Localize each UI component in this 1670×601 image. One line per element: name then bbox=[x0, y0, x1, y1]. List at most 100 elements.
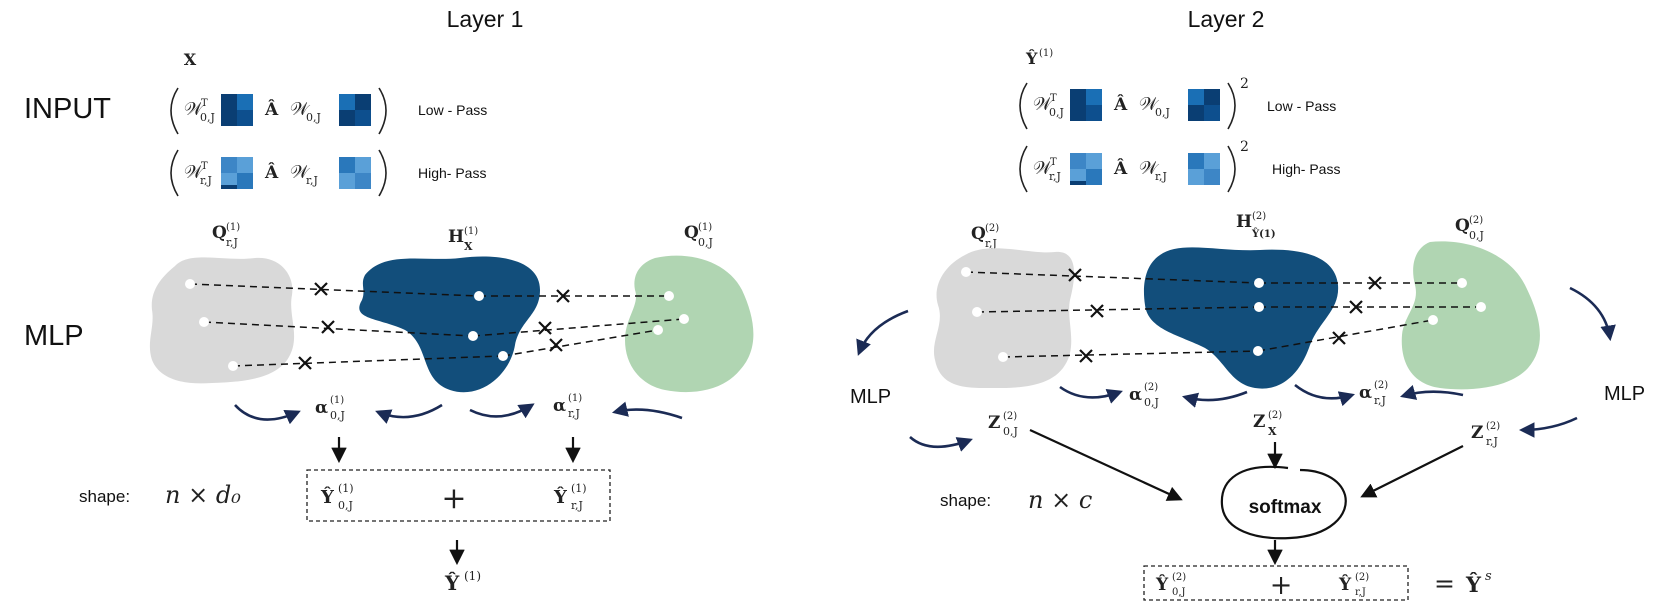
cross-mark bbox=[298, 356, 312, 370]
low-pass-label: Low - Pass bbox=[1267, 98, 1336, 114]
plus-sign: + bbox=[1270, 570, 1293, 601]
svg-text:Ŷ: Ŷ bbox=[1338, 574, 1352, 595]
w-right-symbol: 𝒲 bbox=[1139, 94, 1160, 115]
w-left-symbol: 𝒲 bbox=[1033, 158, 1054, 179]
svg-text:(2): (2) bbox=[1486, 421, 1500, 432]
svg-text:Q: Q bbox=[684, 223, 699, 243]
svg-text:(2): (2) bbox=[1252, 211, 1266, 222]
layer-1-panel: Layer 1 INPUT MLP X 𝒲 T 0,J Â 𝒲 0,J bbox=[24, 6, 754, 595]
node bbox=[653, 325, 663, 335]
w-left-sup: T bbox=[1050, 157, 1057, 168]
curved-arrow bbox=[611, 401, 683, 420]
svg-text:α: α bbox=[1359, 383, 1372, 403]
cross-mark bbox=[314, 282, 328, 296]
left-paren bbox=[170, 149, 179, 197]
svg-text:α: α bbox=[1129, 385, 1142, 405]
cross-mark bbox=[1368, 276, 1382, 290]
layer-2-title: Layer 2 bbox=[1188, 6, 1265, 32]
curved-arrow bbox=[1400, 384, 1464, 400]
final-output: Ŷ s bbox=[1465, 569, 1492, 597]
svg-text:Q: Q bbox=[212, 223, 227, 243]
svg-text:X: X bbox=[464, 240, 473, 253]
q-r-label: Q (2) r,J bbox=[971, 223, 999, 250]
w-right-symbol: 𝒲 bbox=[290, 162, 311, 183]
svg-text:r,J: r,J bbox=[1374, 394, 1386, 407]
w-right-symbol: 𝒲 bbox=[1139, 158, 1160, 179]
svg-text:Ŷ: Ŷ bbox=[1025, 48, 1038, 68]
right-paren bbox=[378, 87, 387, 135]
alpha-0-label: α (2) 0,J bbox=[1129, 382, 1159, 409]
svg-text:Ŷ: Ŷ bbox=[1155, 574, 1169, 595]
high-pass-label: High- Pass bbox=[418, 165, 486, 181]
svg-text:Q: Q bbox=[971, 224, 986, 244]
svg-text:(1): (1) bbox=[568, 393, 582, 404]
node bbox=[679, 314, 689, 324]
svg-text:H: H bbox=[1236, 212, 1252, 232]
node bbox=[1476, 302, 1486, 312]
svg-text:r,J: r,J bbox=[1355, 587, 1366, 598]
svg-text:0,J: 0,J bbox=[1469, 229, 1484, 242]
w-left-sub: r,J bbox=[200, 174, 212, 187]
left-paren bbox=[1019, 82, 1028, 130]
green-blob bbox=[625, 255, 754, 393]
cross-mark bbox=[549, 338, 563, 352]
svg-text:r,J: r,J bbox=[568, 407, 580, 420]
w-left-sub: r,J bbox=[1049, 170, 1061, 183]
alpha-r-label: α (1) r,J bbox=[553, 393, 582, 420]
z-x-label: Z (2) X bbox=[1253, 410, 1282, 438]
svg-text:Z: Z bbox=[1471, 423, 1483, 443]
layer-2-panel: Layer 2 Ŷ (1) 𝒲 T 0,J Â 𝒲 0,J bbox=[850, 6, 1645, 601]
svg-text:(1): (1) bbox=[464, 569, 481, 583]
mlp-left-label: MLP bbox=[850, 386, 891, 408]
layer-1-shape-label: shape: bbox=[79, 487, 130, 506]
svg-text:r,J: r,J bbox=[1486, 435, 1498, 448]
matrix-square bbox=[1070, 153, 1102, 185]
cross-mark bbox=[1349, 300, 1363, 314]
node bbox=[474, 291, 484, 301]
svg-text:Q: Q bbox=[1455, 216, 1470, 236]
layer-1-high-pass-filter: 𝒲 T r,J Â 𝒲 r,J High- Pass bbox=[170, 149, 486, 197]
power-exponent: 2 bbox=[1240, 76, 1249, 92]
svg-text:(2): (2) bbox=[1144, 382, 1158, 393]
cross-mark bbox=[1090, 304, 1104, 318]
cross-mark bbox=[556, 289, 570, 303]
matrix-square bbox=[339, 94, 371, 126]
w-left-symbol: 𝒲 bbox=[1033, 94, 1054, 115]
layer-1-title: Layer 1 bbox=[447, 6, 524, 32]
svg-text:(2): (2) bbox=[1374, 380, 1388, 391]
blue-blob bbox=[359, 256, 540, 393]
gray-blob bbox=[933, 248, 1075, 389]
layer-1-low-pass-filter: 𝒲 T 0,J Â 𝒲 0,J Low - Pass bbox=[170, 87, 487, 135]
svg-text:(1): (1) bbox=[464, 226, 478, 237]
svg-text:r,J: r,J bbox=[985, 237, 997, 250]
right-paren bbox=[378, 149, 387, 197]
curved-arrow bbox=[234, 404, 301, 425]
w-right-sub: r,J bbox=[1155, 170, 1167, 183]
curved-arrow bbox=[856, 309, 909, 356]
node bbox=[228, 361, 238, 371]
matrix-square bbox=[221, 94, 253, 126]
layer-1-input-symbol: X bbox=[184, 50, 197, 69]
q-0-label: Q (2) 0,J bbox=[1455, 215, 1484, 242]
svg-text:(2): (2) bbox=[1355, 572, 1369, 583]
blue-blob bbox=[1143, 247, 1339, 389]
svg-text:0,J: 0,J bbox=[698, 236, 713, 249]
svg-text:Ŷ: Ŷ bbox=[444, 571, 460, 595]
svg-text:Ŷ: Ŷ bbox=[553, 485, 568, 508]
svg-text:0,J: 0,J bbox=[1003, 425, 1018, 438]
a-hat-symbol: Â bbox=[264, 99, 279, 120]
a-hat-symbol: Â bbox=[1113, 158, 1128, 179]
w-left-symbol: 𝒲 bbox=[184, 99, 205, 120]
layer-2-input-symbol: Ŷ (1) bbox=[1025, 48, 1053, 68]
svg-text:Ŷ(1): Ŷ(1) bbox=[1251, 228, 1276, 240]
node bbox=[972, 307, 982, 317]
w-left-sub: 0,J bbox=[200, 111, 215, 124]
curved-arrow bbox=[1059, 385, 1123, 404]
svg-text:(1): (1) bbox=[338, 482, 354, 495]
svg-text:0,J: 0,J bbox=[1144, 396, 1159, 409]
green-blob bbox=[1401, 241, 1540, 390]
a-hat-symbol: Â bbox=[1113, 94, 1128, 115]
high-pass-label: High- Pass bbox=[1272, 161, 1340, 177]
z-0-label: Z (2) 0,J bbox=[988, 411, 1018, 438]
layer-2-high-pass-filter: 𝒲 T r,J Â 𝒲 r,J 2 High- Pass bbox=[1019, 139, 1340, 193]
